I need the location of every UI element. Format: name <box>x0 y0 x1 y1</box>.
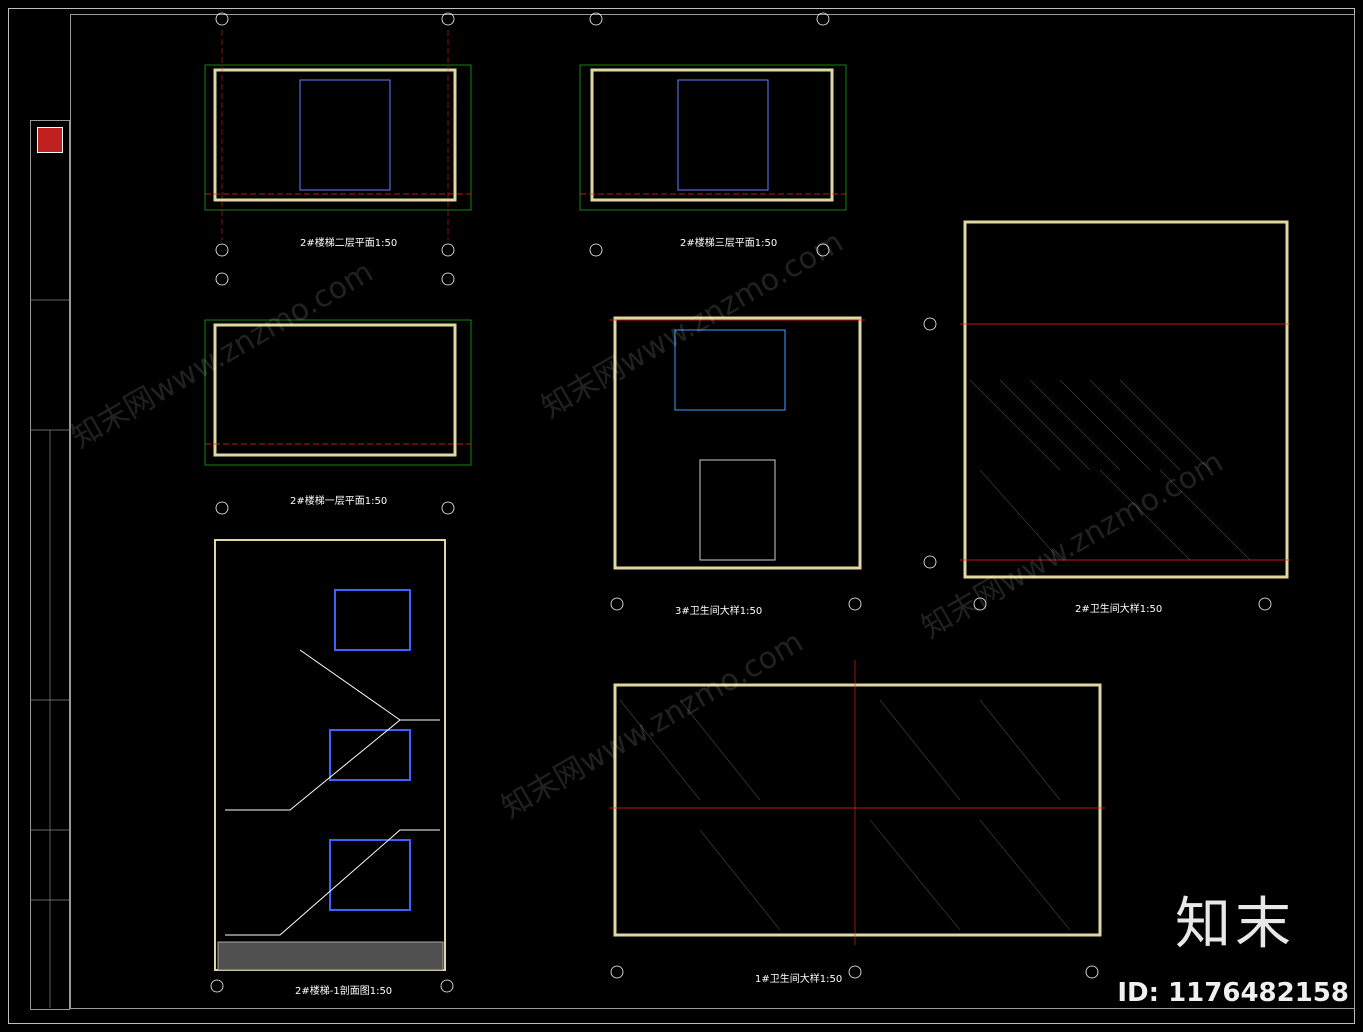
wc-2-plan <box>960 220 1290 579</box>
brand-logo-text: 知末 <box>1175 892 1295 957</box>
title-stair-section: 2#楼梯-1剖面图1:50 <box>295 984 392 997</box>
stair-section <box>214 539 446 971</box>
company-logo <box>37 127 63 153</box>
wc-3-plan <box>610 316 865 570</box>
title-stair-1f: 2#楼梯一层平面1:50 <box>290 494 387 507</box>
stair-plan-1f <box>204 319 472 466</box>
axis-bubbles <box>210 12 1272 993</box>
title-block <box>30 120 70 1010</box>
wc-1-plan <box>610 660 1105 945</box>
title-stair-2f: 2#楼梯二层平面1:50 <box>300 236 397 249</box>
title-wc-3: 3#卫生间大样1:50 <box>675 604 762 617</box>
title-stair-3f: 2#楼梯三层平面1:50 <box>680 236 777 249</box>
image-id-label: ID: 1176482158 <box>1117 978 1349 1008</box>
stair-plan-2f <box>204 30 472 240</box>
title-wc-2: 2#卫生间大样1:50 <box>1075 602 1162 615</box>
stair-plan-3f <box>579 64 847 211</box>
title-wc-1: 1#卫生间大样1:50 <box>755 972 842 985</box>
drawing-inner-border <box>70 14 1355 1009</box>
